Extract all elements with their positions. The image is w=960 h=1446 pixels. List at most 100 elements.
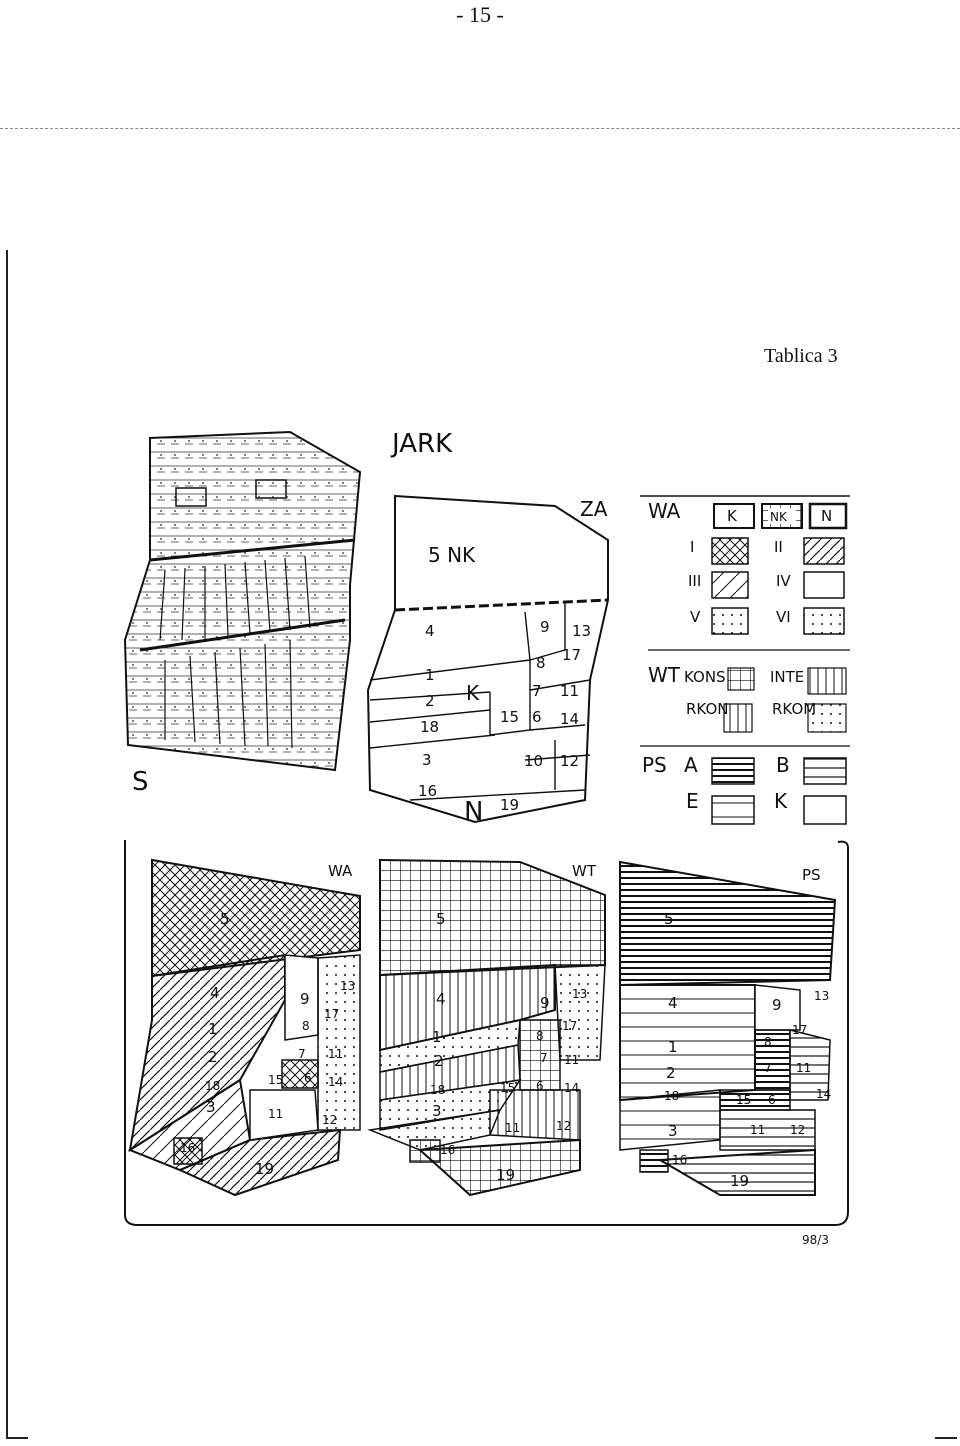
legend-ps-label: PS xyxy=(642,753,667,777)
legend-class-ii: II xyxy=(774,538,783,556)
panel-wt-label-9: 9 xyxy=(540,994,550,1012)
panel-ps-label-16: 16 xyxy=(672,1153,687,1167)
panel-wt-label-4: 4 xyxy=(436,990,446,1008)
page-number: - 15 - xyxy=(456,2,504,27)
parcel-map: JARK ZA 5 NK K N 4 1 2 18 3 16 19 9 13 8… xyxy=(366,429,609,827)
legend-class-i: I xyxy=(690,538,694,556)
panel-wa-label-7: 7 xyxy=(298,1047,306,1061)
panel-wa-label-5: 5 xyxy=(220,910,230,928)
parcel-2: 2 xyxy=(425,692,435,710)
legend-wt-rkom: RKOM xyxy=(772,700,816,718)
panel-wt-label-7: 7 xyxy=(540,1051,548,1065)
panel-wa-label-1: 1 xyxy=(208,1020,218,1038)
panel-wa-label-12: 12 xyxy=(322,1113,337,1127)
parcel-14: 14 xyxy=(560,710,579,728)
parcel-11: 11 xyxy=(560,682,579,700)
parcel-9: 9 xyxy=(540,618,550,636)
panel-ps-label-17: 17 xyxy=(792,1023,807,1037)
panel-wa-label-14: 14 xyxy=(328,1075,343,1089)
panel-wa-label-15: 15 xyxy=(268,1073,283,1087)
panel-wt-label-1: 1 xyxy=(432,1028,442,1046)
panel-wa-label-11b: 11 xyxy=(268,1107,283,1121)
label-k: K xyxy=(466,681,480,705)
parcel-1: 1 xyxy=(425,666,435,684)
panel-wa-label-11: 11 xyxy=(328,1047,343,1061)
panel-wa-label-19: 19 xyxy=(255,1160,274,1178)
panel-wt-label-3: 3 xyxy=(432,1102,442,1120)
legend-wa-label: WA xyxy=(648,499,681,523)
panel-ps-label-19: 19 xyxy=(730,1172,749,1190)
parcel-7: 7 xyxy=(532,682,542,700)
bottom-right-mark xyxy=(935,1437,957,1439)
table-label: Tablica 3 xyxy=(764,345,838,367)
panel-ps-label-15: 15 xyxy=(736,1093,751,1107)
panel-wa-label-2: 2 xyxy=(208,1048,218,1066)
panel-wa-label-18: 18 xyxy=(205,1079,220,1093)
panel-ps-label-4: 4 xyxy=(668,994,678,1012)
legend-class-v: V xyxy=(690,608,701,626)
parcel-3: 3 xyxy=(422,751,432,769)
legend-class-iii: III xyxy=(688,572,701,590)
panel-wa-label-8: 8 xyxy=(302,1019,310,1033)
bottom-left-mark xyxy=(6,1437,28,1439)
panels-frame xyxy=(124,840,849,1226)
panel-ps-label-8: 8 xyxy=(764,1035,772,1049)
panel-ps-label-11b: 11 xyxy=(750,1123,765,1137)
parcel-16: 16 xyxy=(418,782,437,800)
panel-wt-label-8: 8 xyxy=(536,1029,544,1043)
panel-ps-label-2: 2 xyxy=(666,1064,676,1082)
parcel-19: 19 xyxy=(500,796,519,814)
panel-ps-label-5: 5 xyxy=(664,910,674,928)
panel-wa-label-17: 17 xyxy=(324,1007,339,1021)
legend-ps-e: E xyxy=(686,789,699,813)
panel-wt-label-19: 19 xyxy=(496,1166,515,1184)
panel-ps-label-7: 7 xyxy=(764,1061,772,1075)
panel-wa: WA 5 4 9 13 8 17 1 7 11 2 18 15 6 14 3 1… xyxy=(127,858,361,1197)
header-rule xyxy=(0,128,960,129)
legend-wt-rkon: RKON xyxy=(686,700,728,718)
legend-ps-k: K xyxy=(774,789,788,813)
panel-wa-label-4: 4 xyxy=(210,984,220,1002)
parcel-15: 15 xyxy=(500,708,519,726)
panel-ps-label-12: 12 xyxy=(790,1123,805,1137)
parcel-10: 10 xyxy=(524,752,543,770)
panel-wt-label-12: 12 xyxy=(556,1119,571,1133)
panel-wa-label-13: 13 xyxy=(340,979,355,993)
panel-ps-title: PS xyxy=(802,866,821,884)
legend-class-vi: VI xyxy=(776,608,791,626)
panel-wa-label-16: 16 xyxy=(180,1141,195,1155)
left-margin-line xyxy=(6,250,8,1438)
legend: WA K NK N I II III IV V VI WT KONS INTE … xyxy=(640,495,850,825)
parcel-6: 6 xyxy=(532,708,542,726)
panel-wa-label-9: 9 xyxy=(300,990,310,1008)
parcel-13: 13 xyxy=(572,622,591,640)
panel-wt-label-11b: 11 xyxy=(505,1121,520,1135)
panel-ps-label-1: 1 xyxy=(668,1038,678,1056)
map-title: JARK xyxy=(390,429,453,459)
panel-ps-label-18: 18 xyxy=(664,1089,679,1103)
legend-class-iv: IV xyxy=(776,572,791,590)
panel-ps-label-6: 6 xyxy=(768,1093,776,1107)
panel-wa-label-3: 3 xyxy=(206,1098,216,1116)
legend-wa-nk: NK xyxy=(770,510,788,524)
panel-wt-label-5: 5 xyxy=(436,910,446,928)
legend-wt-label: WT xyxy=(648,663,681,687)
panel-wt-label-15: 15 xyxy=(500,1081,515,1095)
panel-wt-label-16: 16 xyxy=(440,1143,455,1157)
panel-ps-label-14: 14 xyxy=(816,1087,831,1101)
panel-ps-label-9: 9 xyxy=(772,996,782,1014)
panel-wt-label-13: 13 xyxy=(572,987,587,1001)
panel-wt-label-14: 14 xyxy=(564,1081,579,1095)
footnote-mark: 98/3 xyxy=(802,1233,829,1247)
parcel-4: 4 xyxy=(425,622,435,640)
legend-wt-inte: INTE xyxy=(770,668,804,686)
parcel-12: 12 xyxy=(560,752,579,770)
map-side-label: S xyxy=(132,767,149,797)
village-sketch-map: S xyxy=(123,430,362,797)
legend-ps-b: B xyxy=(776,753,790,777)
panel-ps-label-3: 3 xyxy=(668,1122,678,1140)
panel-wt-label-2: 2 xyxy=(434,1052,444,1070)
label-n: N xyxy=(464,797,483,827)
panel-wt-label-18: 18 xyxy=(430,1083,445,1097)
